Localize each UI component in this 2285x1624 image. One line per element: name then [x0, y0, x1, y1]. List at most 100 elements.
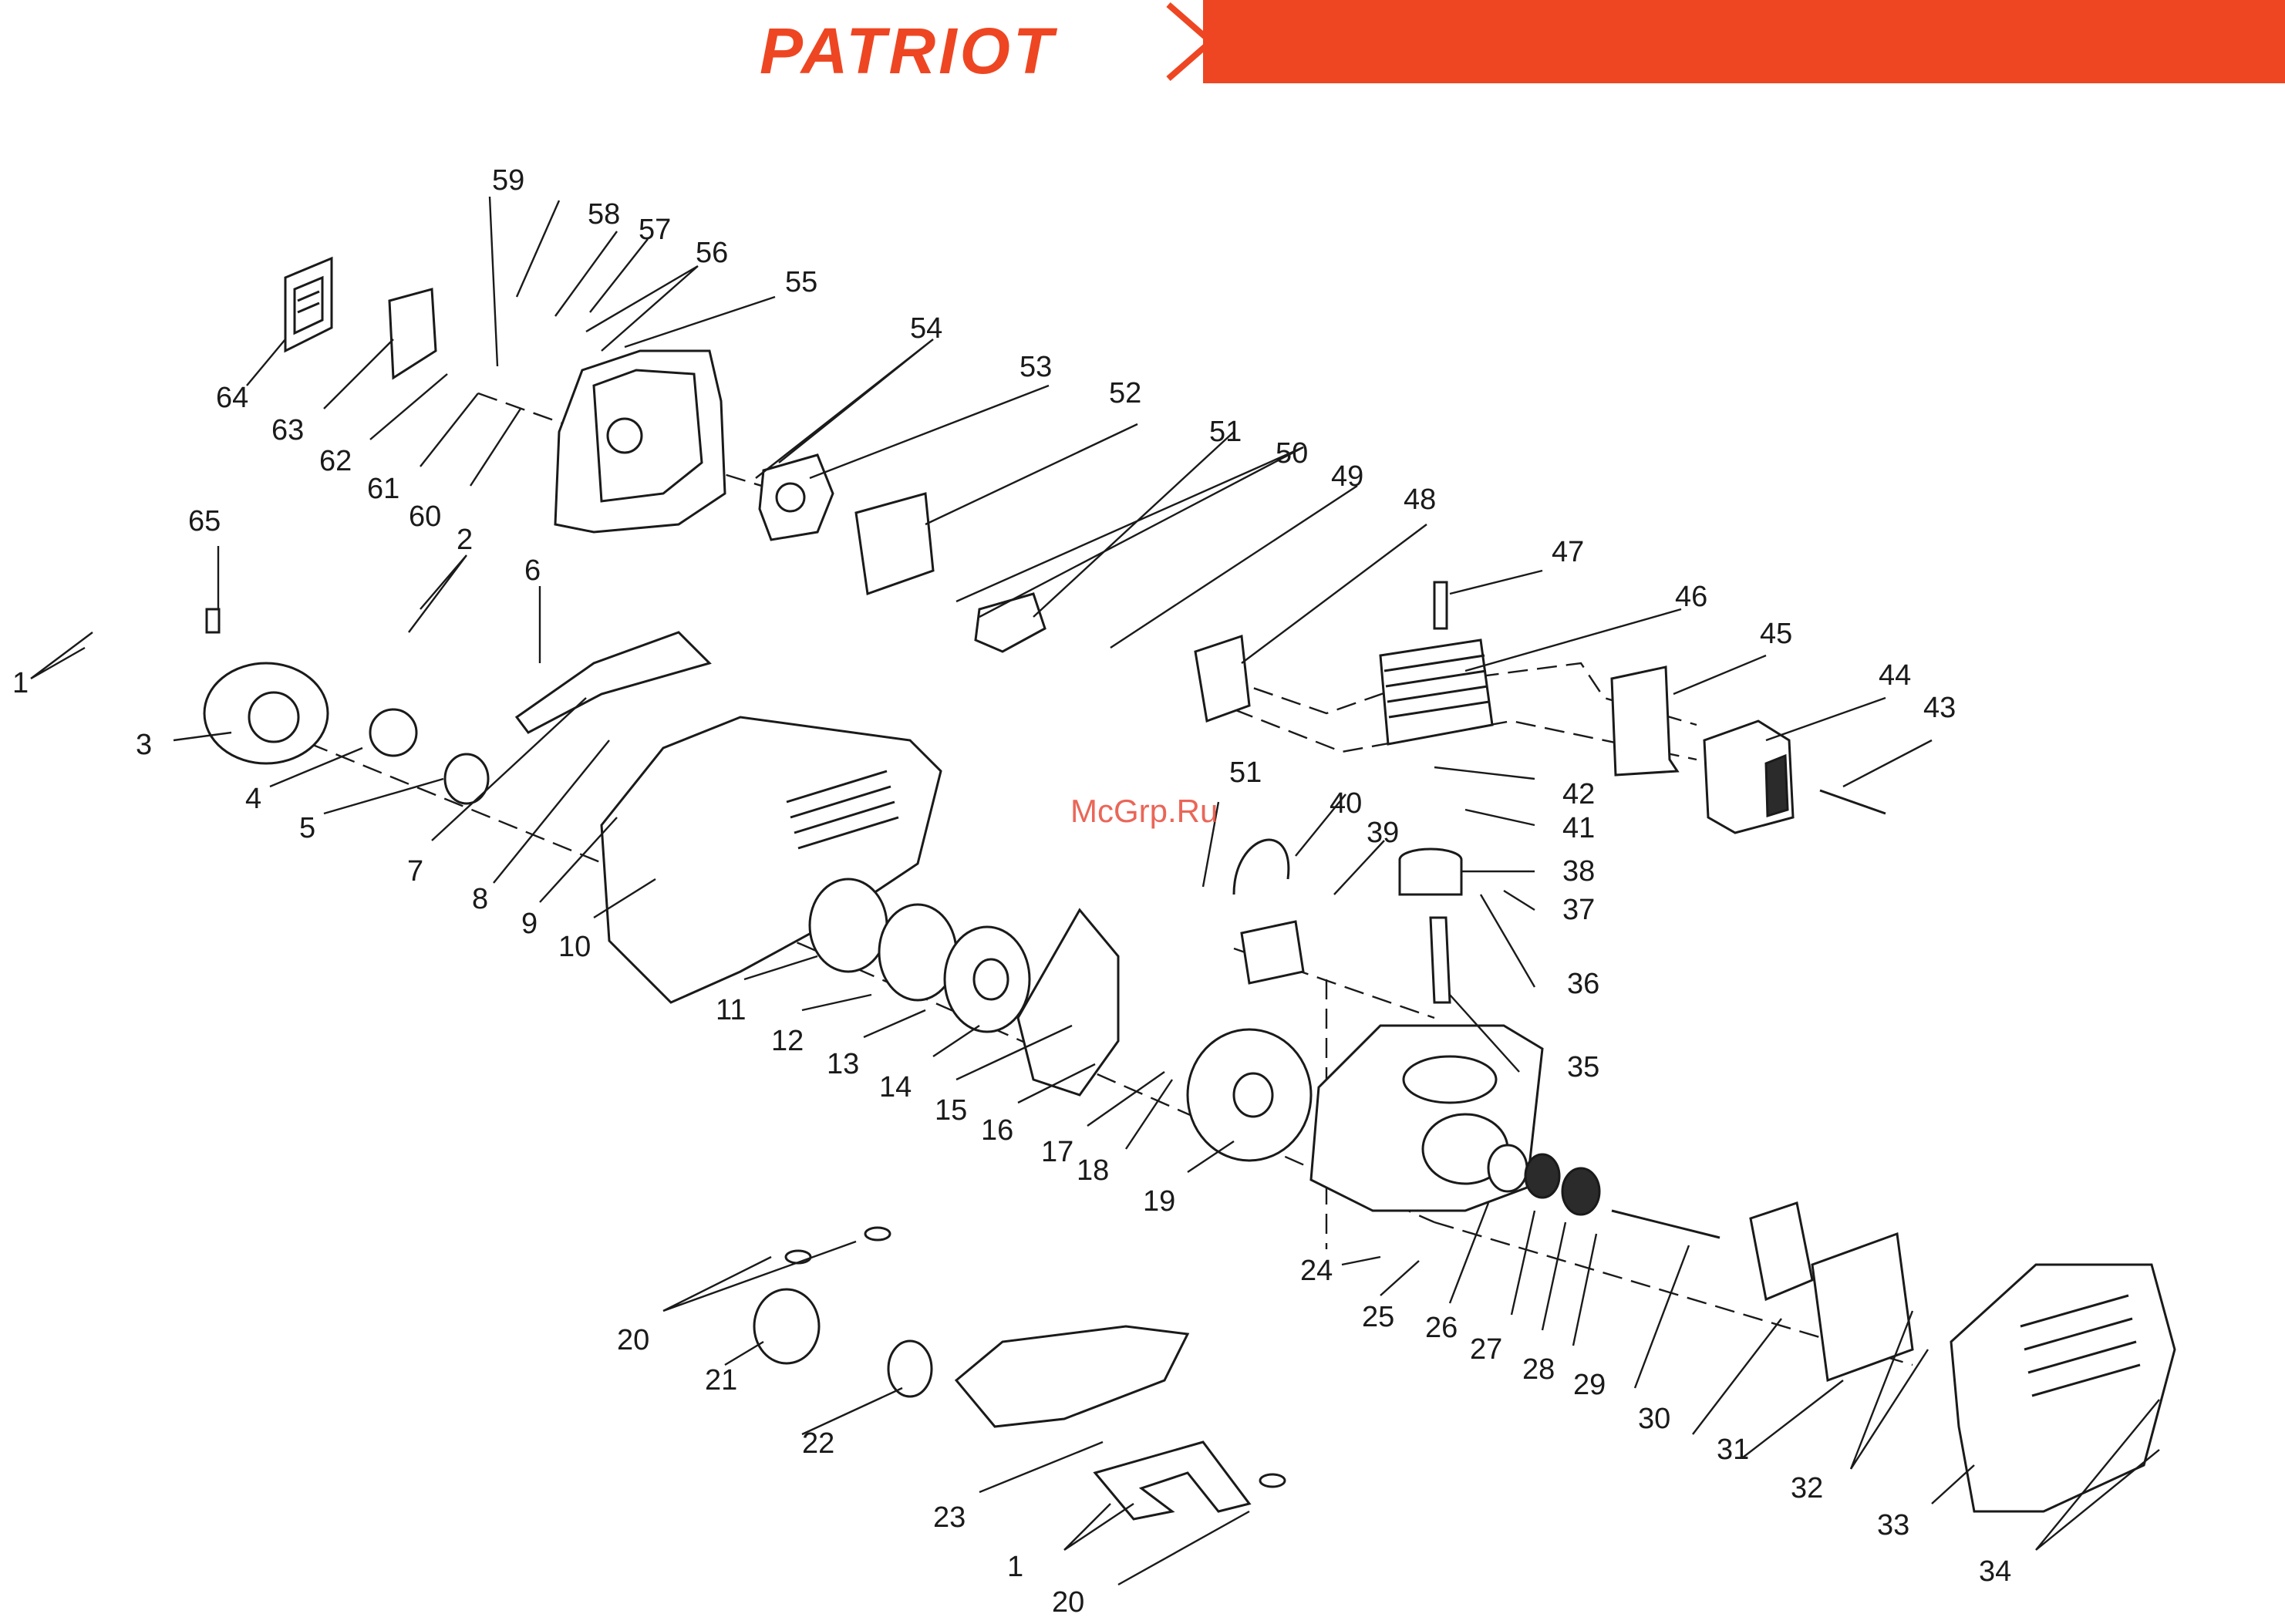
label-54: 54 [910, 312, 942, 345]
label-56: 56 [696, 237, 728, 269]
label-1-bottom: 1 [1007, 1551, 1023, 1583]
label-7: 7 [407, 855, 423, 888]
label-1: 1 [12, 667, 29, 699]
label-62: 62 [319, 445, 352, 477]
part-46-cylinder [1380, 582, 1492, 744]
label-30: 30 [1638, 1403, 1670, 1435]
label-20: 20 [617, 1324, 649, 1356]
label-18: 18 [1077, 1154, 1109, 1187]
part-12-ring [810, 879, 887, 972]
part-31-plate [1812, 1234, 1913, 1380]
part-33-housing [1951, 1265, 2175, 1511]
label-29: 29 [1573, 1369, 1606, 1401]
label-26: 26 [1425, 1312, 1458, 1344]
part-45-heat-shield [1612, 667, 1677, 775]
label-23: 23 [933, 1501, 966, 1534]
label-20-bottom: 20 [1052, 1586, 1084, 1619]
part-53-carburetor [760, 455, 833, 540]
part-64-filter-cover [285, 258, 332, 351]
label-13: 13 [827, 1048, 859, 1080]
label-2: 2 [457, 524, 473, 556]
label-58: 58 [588, 198, 620, 231]
label-38: 38 [1562, 855, 1595, 888]
label-21: 21 [705, 1364, 737, 1397]
part-30-gasket [1751, 1203, 1812, 1299]
label-3: 3 [136, 729, 152, 761]
label-32: 32 [1791, 1472, 1823, 1504]
label-64: 64 [216, 382, 248, 414]
part-3-starter-cover [204, 663, 328, 763]
part-14-pulley [945, 927, 1030, 1032]
label-16: 16 [981, 1114, 1013, 1147]
part-6-guard [517, 632, 709, 733]
label-51-lower: 51 [1229, 756, 1262, 789]
label-47: 47 [1552, 536, 1584, 568]
label-4: 4 [245, 783, 261, 815]
part-40-ignition-coil [1234, 840, 1303, 983]
part-20-grommet-b [865, 1228, 890, 1240]
label-44: 44 [1879, 659, 1911, 692]
label-8: 8 [472, 883, 488, 915]
label-39: 39 [1367, 817, 1399, 849]
part-48-plate [1195, 636, 1249, 721]
label-63: 63 [271, 414, 304, 446]
label-19: 19 [1143, 1185, 1175, 1218]
label-11: 11 [716, 994, 746, 1026]
part-20-grommet [786, 1251, 811, 1263]
label-6: 6 [524, 554, 541, 587]
part-35-connecting-rod [1431, 918, 1450, 1002]
part-5-washer [445, 754, 488, 804]
label-57: 57 [639, 214, 671, 246]
label-40: 40 [1330, 787, 1362, 820]
label-22: 22 [802, 1427, 834, 1460]
part-55-filter-housing [555, 351, 725, 532]
label-17: 17 [1041, 1136, 1073, 1168]
label-25: 25 [1362, 1301, 1394, 1333]
part-38-piston [1400, 849, 1461, 895]
part-29-crankshaft [1612, 1211, 1720, 1238]
label-36: 36 [1567, 968, 1599, 1000]
label-12: 12 [771, 1025, 804, 1057]
label-46: 46 [1675, 581, 1707, 613]
label-5: 5 [299, 812, 315, 844]
label-51: 51 [1209, 416, 1242, 448]
label-49: 49 [1331, 460, 1363, 493]
part-43-bolts [1820, 790, 1886, 814]
part-4-pawl [370, 709, 416, 756]
label-65: 65 [188, 505, 221, 537]
part-50-intake [976, 594, 1045, 652]
part-26-seal [1488, 1145, 1527, 1191]
part-fuel-tank [956, 1326, 1188, 1427]
label-43: 43 [1923, 692, 1956, 724]
label-28: 28 [1522, 1353, 1555, 1386]
label-24: 24 [1300, 1255, 1333, 1287]
part-22-oring [888, 1341, 932, 1397]
label-27: 27 [1470, 1333, 1502, 1366]
part-27-bearing [1525, 1154, 1559, 1198]
assembly-axes [254, 393, 1913, 1365]
label-50: 50 [1276, 437, 1308, 470]
watermark: McGrp.Ru [1070, 793, 1218, 830]
label-55: 55 [785, 266, 817, 298]
part-44-muffler [1704, 721, 1793, 833]
label-59: 59 [492, 164, 524, 197]
label-9: 9 [521, 908, 538, 940]
label-15: 15 [935, 1094, 967, 1127]
label-10: 10 [558, 931, 591, 963]
label-45: 45 [1760, 618, 1792, 650]
label-33: 33 [1877, 1509, 1909, 1541]
label-60: 60 [409, 500, 441, 533]
label-52: 52 [1109, 377, 1141, 409]
part-21-cap [754, 1289, 819, 1363]
label-42: 42 [1562, 778, 1595, 810]
part-63-bracket [389, 289, 436, 378]
label-37: 37 [1562, 894, 1595, 926]
label-34: 34 [1979, 1555, 2011, 1588]
part-23-bracket [1095, 1442, 1249, 1519]
label-35: 35 [1567, 1051, 1599, 1083]
part-52-gasket [856, 494, 933, 594]
label-48: 48 [1404, 483, 1436, 516]
part-15-plate [1018, 910, 1118, 1095]
label-53: 53 [1019, 351, 1052, 383]
part-19-flywheel [1188, 1029, 1311, 1161]
